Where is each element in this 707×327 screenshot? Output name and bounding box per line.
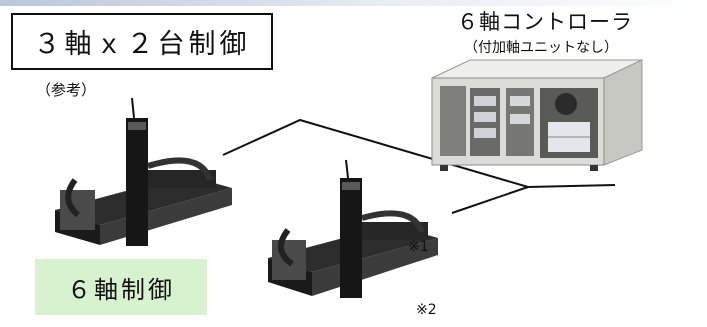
total-axes-badge: ６軸制御: [35, 259, 207, 315]
robot-1-image: [55, 97, 232, 246]
controller-subtitle: （付加軸ユニットなし）: [464, 40, 618, 56]
cable-robot-1: [222, 118, 616, 189]
robot-2-note: ※2: [416, 302, 437, 318]
robot-2-image: [268, 159, 438, 298]
page-title: ３軸ｘ２台制御: [11, 13, 273, 70]
header-band: [0, 0, 707, 6]
cable-robot-2: [451, 186, 529, 214]
controller-unit-image: [431, 59, 643, 171]
connection-cables: [222, 118, 616, 214]
controller-title: ６軸コントローラ: [457, 10, 633, 34]
reference-label: （参考）: [36, 81, 97, 99]
robot-1-note: ※1: [408, 239, 429, 255]
